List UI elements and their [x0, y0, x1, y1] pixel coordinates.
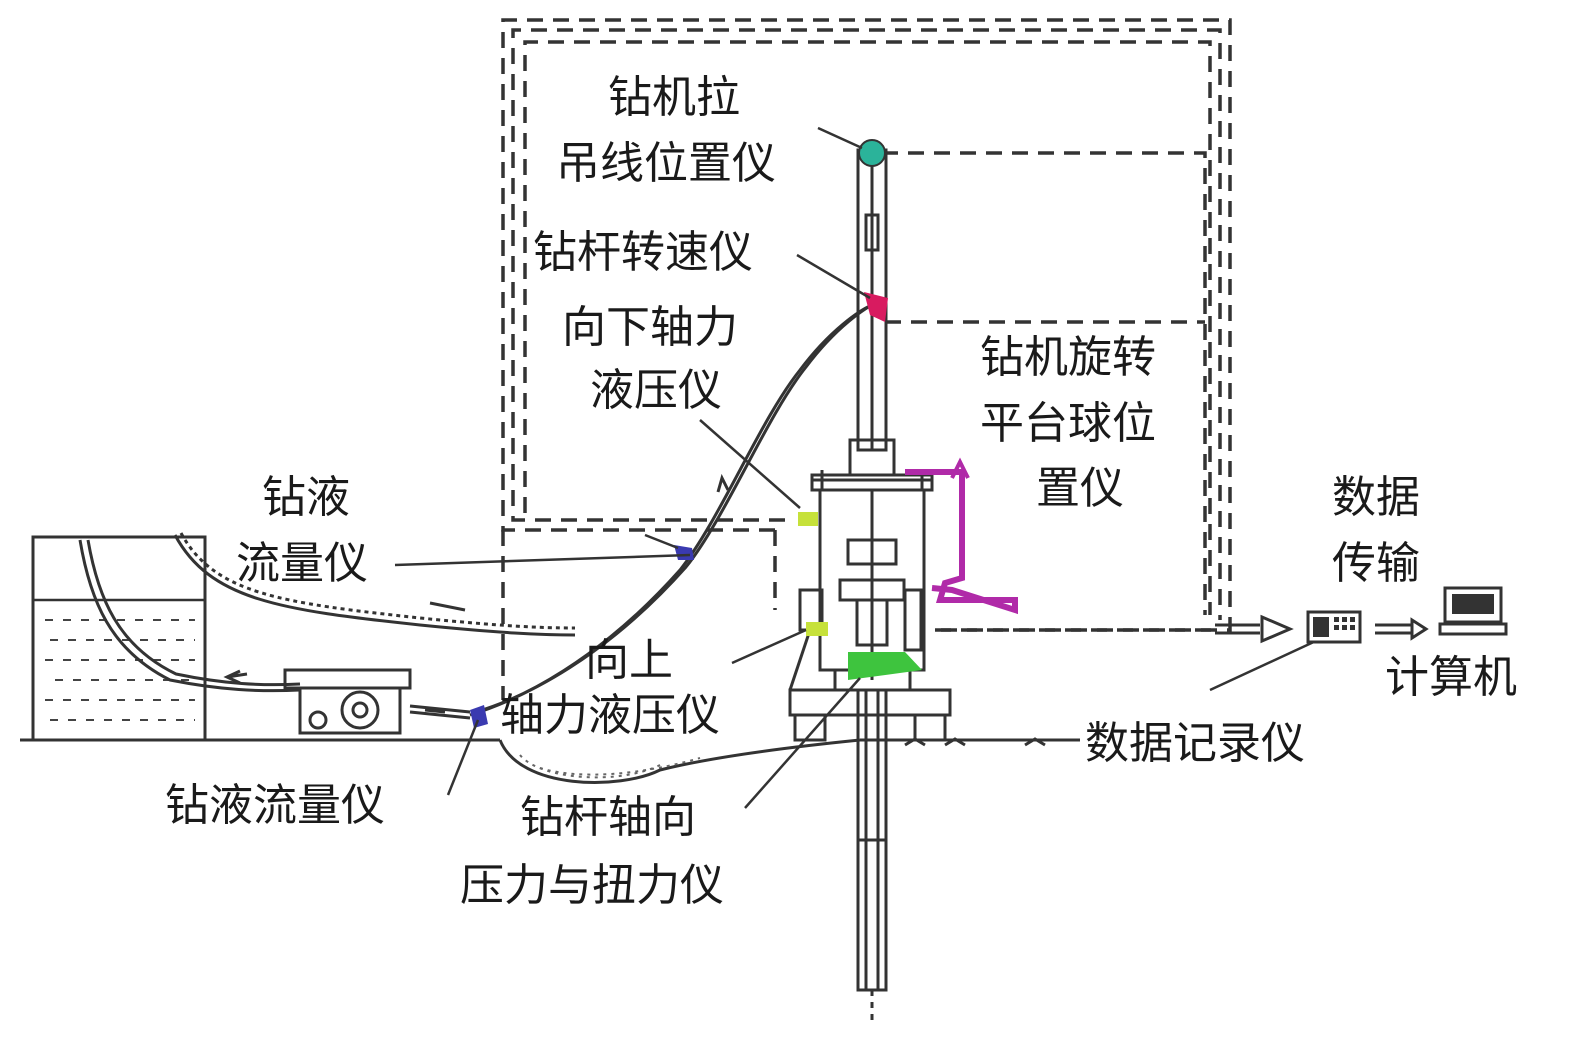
- up-force-sensor: [806, 622, 828, 636]
- down-force-sensor: [798, 512, 818, 526]
- label-computer: 计算机: [1385, 652, 1517, 703]
- rotary-platform-arrow: [950, 457, 970, 479]
- label-rotary-platform-3: 置仪: [1036, 463, 1124, 514]
- label-up-force-2: 轴力液压仪: [500, 690, 720, 741]
- flow-sensor-lower: [470, 705, 488, 728]
- fluid-pump: [283, 668, 412, 735]
- label-data-transfer-1: 数据: [1332, 472, 1420, 523]
- rotary-platform-sensor: [905, 469, 1018, 615]
- label-rotary-platform-1: 钻机旋转: [980, 332, 1156, 383]
- label-fluid-flow-upper-2: 流量仪: [236, 538, 368, 589]
- label-hoist-position-1: 钻机拉: [608, 72, 740, 123]
- label-down-force-2: 液压仪: [590, 365, 722, 416]
- fluid-hoses: [78, 300, 879, 720]
- label-rod-axial-2: 压力与扭力仪: [460, 860, 724, 911]
- label-rod-axial-1: 钻杆轴向: [520, 792, 696, 843]
- leader-lines: [394, 126, 1319, 809]
- drill-rig: [788, 148, 952, 1020]
- fluid-tank: [31, 535, 207, 742]
- computer-icon: [1438, 586, 1508, 636]
- rod-speed-sensor: [864, 292, 888, 322]
- axial-torque-sensor: [848, 652, 922, 680]
- label-down-force-1: 向下轴力: [562, 302, 738, 353]
- mud-pit: [498, 738, 861, 784]
- label-fluid-flow-lower: 钻液流量仪: [165, 780, 385, 831]
- label-up-force-1: 向上: [585, 635, 673, 686]
- label-data-logger: 数据记录仪: [1085, 718, 1305, 769]
- hoist-position-sensor: [858, 139, 886, 167]
- hoist-signal-line: [882, 151, 1207, 615]
- label-data-transfer-2: 传输: [1332, 538, 1420, 589]
- label-hoist-position-2: 吊线位置仪: [556, 138, 776, 189]
- transfer-arrows: [1215, 614, 1429, 644]
- label-rod-speed: 钻杆转速仪: [533, 227, 753, 278]
- signal-branches: [501, 151, 1215, 700]
- label-fluid-flow-upper-1: 钻液: [262, 472, 350, 523]
- data-logger-device: [1306, 610, 1362, 644]
- label-rotary-platform-2: 平台球位: [980, 398, 1156, 449]
